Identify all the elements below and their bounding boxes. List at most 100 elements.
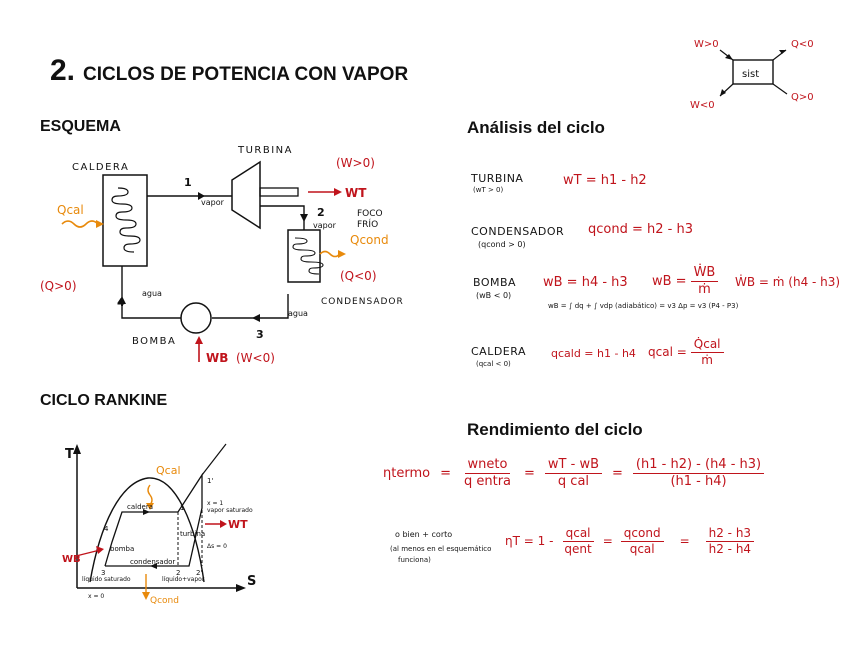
turbina-shape bbox=[231, 160, 261, 230]
analysis-bomba-eq2: wB = ẆB ṁ bbox=[652, 266, 719, 297]
analysis-caldera-eq2-lhs: qcal = bbox=[648, 345, 687, 360]
analysis-turbina-eq: wT = h1 - h2 bbox=[563, 173, 647, 188]
system-box bbox=[732, 59, 774, 85]
title-number: 2. bbox=[50, 54, 76, 87]
analysis-bomba-eq2-num: ẆB bbox=[690, 266, 719, 282]
agua-label-2: agua bbox=[288, 309, 308, 318]
sign-q-out: Q<0 bbox=[791, 39, 814, 50]
efficiency-eq-sign-4: = bbox=[602, 534, 613, 549]
analysis-caldera-eq2-den: ṁ bbox=[701, 352, 713, 367]
point-3: 3 bbox=[256, 328, 264, 341]
efficiency-f2-num: wT - wB bbox=[544, 458, 603, 474]
condensador-coil-icon bbox=[292, 237, 324, 275]
efficiency-g-frac-2: qcond qcal bbox=[620, 527, 664, 555]
analysis-bomba-eq2-lhs: wB = bbox=[652, 273, 687, 289]
analysis-turbina-label: TURBINA bbox=[471, 172, 524, 185]
section-analisis: Análisis del ciclo bbox=[467, 118, 605, 137]
title-text: CICLOS DE POTENCIA CON VAPOR bbox=[83, 64, 409, 85]
condensador-label: CONDENSADOR bbox=[321, 297, 404, 307]
analysis-caldera-eq1: qcald = h1 - h4 bbox=[551, 347, 636, 360]
w-neg-label: (W<0) bbox=[236, 351, 275, 365]
analysis-condensador-eq: qcond = h2 - h3 bbox=[588, 222, 693, 237]
point-1: 1 bbox=[184, 176, 192, 189]
analysis-caldera-eq2-num: Q̇cal bbox=[690, 338, 724, 353]
analysis-bomba-eq2-frac: ẆB ṁ bbox=[690, 266, 719, 297]
foco-frio-label: FOCO bbox=[357, 209, 383, 219]
system-box-label: sist bbox=[742, 69, 759, 80]
ts-wt-label: WT bbox=[228, 518, 248, 531]
qcal-arrow bbox=[61, 220, 99, 228]
w-pos-label: (W>0) bbox=[336, 156, 375, 170]
sign-w-out: W<0 bbox=[690, 100, 715, 111]
saturation-dome bbox=[89, 477, 205, 583]
efficiency-g2-num: qcond bbox=[620, 527, 664, 542]
efficiency-row-2: ηT = 1 - qcal qent = qcond qcal = h2 - h… bbox=[505, 527, 755, 556]
condensador-box bbox=[287, 229, 321, 283]
turbina-shaft bbox=[259, 187, 299, 197]
turbina-label: TURBINA bbox=[237, 145, 293, 156]
ts-point-4: 4 bbox=[104, 525, 109, 533]
caldera-box bbox=[102, 174, 148, 267]
efficiency-g1-den: qent bbox=[564, 541, 592, 556]
analysis-turbina-cond: (wT > 0) bbox=[473, 186, 504, 194]
ts-point-2: 2 bbox=[176, 569, 180, 577]
analysis-condensador-cond: (qcond > 0) bbox=[478, 240, 526, 249]
wb-label: WB bbox=[206, 351, 228, 365]
ts-liquido-saturado-label: líquido saturado bbox=[82, 576, 131, 583]
qcond-label: Qcond bbox=[350, 233, 389, 247]
efficiency-g1-num: qcal bbox=[562, 527, 594, 542]
efficiency-alt-note-3: funciona) bbox=[398, 556, 431, 564]
efficiency-eq-sign-1: = bbox=[440, 465, 451, 481]
efficiency-g-frac-1: qcal qent bbox=[561, 527, 594, 555]
agua-label-1: agua bbox=[142, 289, 162, 298]
analysis-bomba-eq2-den: ṁ bbox=[698, 281, 711, 297]
analysis-bomba-label: BOMBA bbox=[473, 276, 517, 289]
ts-s-axis-label: S bbox=[247, 574, 256, 589]
analysis-bomba-note: wB = ∫ dq + ∫ vdp (adiabático) = v3 Δp =… bbox=[548, 302, 739, 310]
ts-point-3: 3 bbox=[101, 569, 105, 577]
ts-wb-arrow bbox=[75, 549, 101, 557]
bomba-label: BOMBA bbox=[132, 336, 176, 347]
analysis-caldera-label: CALDERA bbox=[471, 345, 526, 358]
ts-qcal-arrow bbox=[147, 484, 153, 506]
efficiency-f1-den: q entra bbox=[463, 473, 512, 489]
ts-turbina-label: turbina bbox=[180, 530, 205, 538]
efficiency-frac-1: wneto q entra bbox=[461, 458, 514, 488]
section-ciclo-rankine: CICLO RANKINE bbox=[40, 392, 168, 409]
efficiency-g3-den: h2 - h4 bbox=[708, 541, 752, 556]
ts-bomba-label: bomba bbox=[110, 545, 134, 553]
vapor-label-2: vapor bbox=[313, 221, 337, 230]
efficiency-f1-num: wneto bbox=[464, 458, 511, 474]
efficiency-g-frac-3: h2 - h3 h2 - h4 bbox=[705, 527, 755, 556]
efficiency-alt-note-2: (al menos en el esquemático bbox=[390, 545, 492, 553]
rankine-cycle bbox=[104, 472, 203, 567]
efficiency-eta2: ηT = 1 - bbox=[505, 534, 554, 549]
section-esquema: ESQUEMA bbox=[40, 118, 121, 135]
qcond-arrow bbox=[319, 250, 341, 258]
wt-label: WT bbox=[345, 186, 367, 200]
efficiency-g3-num: h2 - h3 bbox=[705, 527, 755, 542]
ts-ds0-label: Δs = 0 bbox=[207, 543, 227, 550]
point-2: 2 bbox=[317, 206, 325, 219]
analysis-bomba-eq3: ẆB = ṁ (h4 - h3) bbox=[735, 275, 841, 289]
vapor-label-1: vapor bbox=[201, 198, 225, 207]
efficiency-eq-sign-3: = bbox=[612, 465, 623, 481]
ts-liquido-vapor-label: líquido+vapor bbox=[162, 576, 205, 583]
efficiency-frac-2: wT - wB q cal bbox=[544, 458, 603, 489]
efficiency-lhs: ηtermo bbox=[383, 465, 431, 481]
analysis-bomba-cond: (wB < 0) bbox=[476, 291, 512, 300]
analysis-bomba-eq1: wB = h4 - h3 bbox=[543, 275, 628, 290]
ts-qcond-label: Qcond bbox=[150, 596, 179, 606]
q-neg-label: (Q<0) bbox=[340, 269, 377, 283]
efficiency-f2-den: q cal bbox=[557, 473, 590, 489]
foco-frio-label-2: FRÍO bbox=[357, 218, 378, 230]
efficiency-frac-3: (h1 - h2) - (h4 - h3) (h1 - h4) bbox=[632, 458, 765, 488]
qcal-label: Qcal bbox=[57, 203, 84, 217]
caldera-coil-icon bbox=[111, 187, 141, 253]
efficiency-eq-sign-2: = bbox=[524, 465, 535, 481]
ts-qcal-label: Qcal bbox=[156, 464, 181, 477]
ts-x1-label: x = 1 bbox=[207, 500, 223, 507]
ts-point-1p: 1' bbox=[207, 477, 213, 485]
